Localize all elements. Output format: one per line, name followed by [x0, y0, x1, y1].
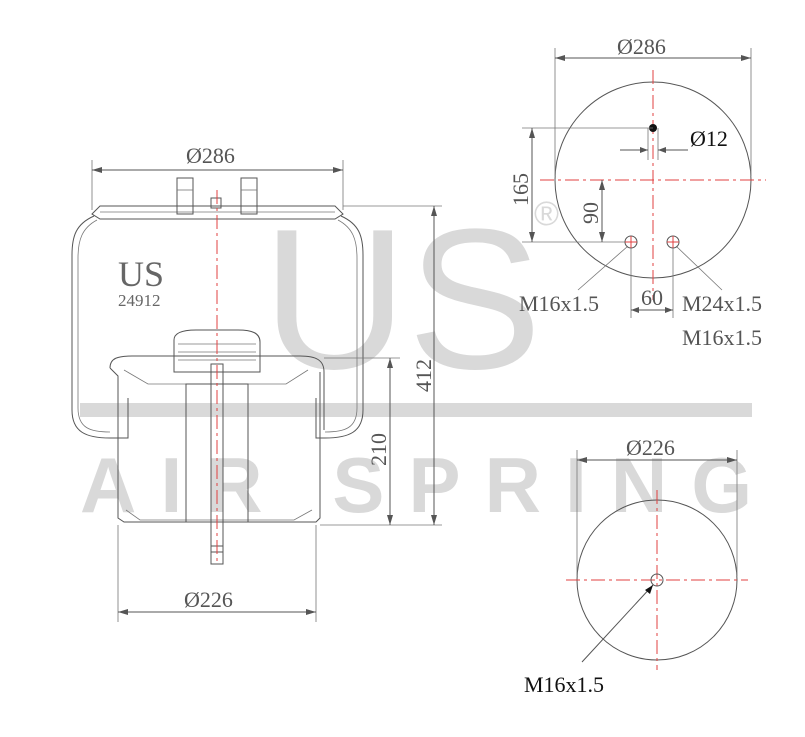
top-stud-left	[176, 177, 194, 215]
piston-outline	[109, 355, 325, 523]
bottom-thread-leader	[581, 584, 654, 663]
top-bead-plate	[91, 205, 344, 220]
bottom-plate-diameter-label: Ø226	[626, 435, 675, 460]
right-thread-label-2: M16x1.5	[682, 325, 762, 350]
watermark-logo: US	[262, 188, 542, 411]
bellow-inner	[77, 219, 358, 433]
air-fitting	[210, 197, 222, 209]
bottom-diameter-label: Ø226	[184, 587, 233, 612]
bottom-center-hole	[650, 573, 664, 587]
right-thread-label-1: M24x1.5	[682, 291, 762, 316]
offset-165-label: 165	[508, 173, 533, 206]
bottom-plate-view: Ø226 M16x1.5	[524, 435, 748, 697]
watermark-bar	[80, 403, 752, 417]
top-plate-view: Ø286 Ø12 165 90 60 M16x1.5 M24	[508, 34, 766, 350]
spacing-60-label: 60	[641, 285, 663, 310]
leader-right	[675, 245, 723, 291]
top-stud-right	[240, 177, 258, 215]
watermark-registered-mark: ®	[534, 195, 559, 233]
part-number: 24912	[118, 291, 161, 310]
bottom-thread-label: M16x1.5	[524, 672, 604, 697]
top-plate-diameter-label: Ø286	[617, 34, 666, 59]
bellow-outer	[71, 215, 364, 439]
center-bolt	[210, 363, 224, 565]
hole-diameter-label: Ø12	[690, 126, 728, 151]
left-thread-label: M16x1.5	[519, 291, 599, 316]
offset-90-label: 90	[578, 202, 603, 224]
leader-left	[577, 245, 629, 291]
bumper	[173, 329, 261, 373]
height-210-label: 210	[366, 433, 391, 466]
side-view: US 24912 Ø286 412 210 Ø226	[71, 143, 442, 622]
watermark: US ® AIR SPRING	[80, 188, 752, 529]
brand-label: US	[118, 254, 164, 294]
height-412-label: 412	[411, 359, 436, 392]
top-diameter-label: Ø286	[186, 143, 235, 168]
